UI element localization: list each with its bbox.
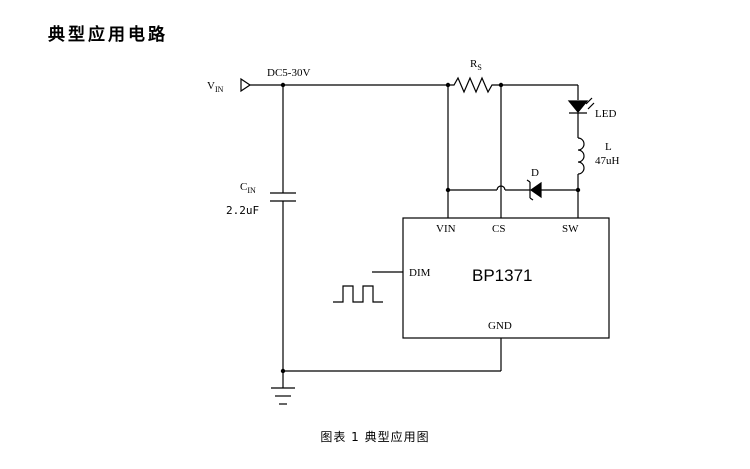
pin-vin-label: VIN — [436, 223, 456, 235]
section-heading: 典型应用电路 — [48, 25, 168, 45]
pwm-signal-icon — [333, 285, 383, 303]
supply-range-label: DC5-30V — [267, 67, 310, 79]
inductor-value: 47uH — [595, 155, 620, 167]
led-symbol — [567, 100, 589, 113]
pin-dim-label: DIM — [409, 267, 431, 279]
rs-label: RS — [470, 58, 482, 72]
cin-label: CIN — [240, 181, 256, 195]
pin-cs-label: CS — [492, 223, 505, 235]
vin-label: VIN — [207, 80, 224, 94]
chip-name: BP1371 — [472, 266, 533, 285]
pin-gnd-label: GND — [488, 320, 512, 332]
led-label: LED — [595, 108, 616, 120]
cin-value: 2.2uF — [226, 204, 259, 217]
vin-terminal-symbol — [240, 77, 252, 93]
pin-sw-label: SW — [562, 223, 579, 235]
diode-label: D — [531, 167, 539, 179]
chip-body — [402, 217, 610, 339]
diode-symbol — [529, 181, 542, 199]
sense-resistor-symbol — [448, 76, 498, 94]
inductor-symbol — [577, 137, 585, 175]
inductor-label: L — [605, 141, 612, 153]
junction-dots — [280, 82, 581, 374]
figure-caption: 图表 1 典型应用图 — [320, 430, 430, 444]
